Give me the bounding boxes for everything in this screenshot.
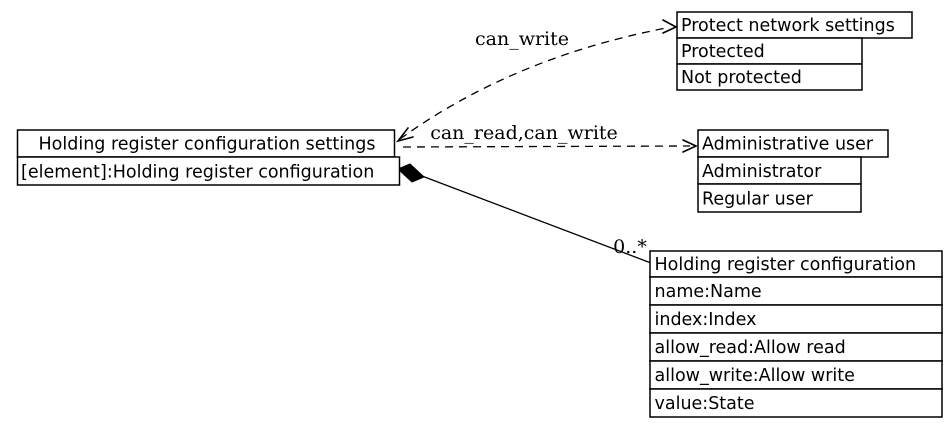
edge-can-write-tail-arrowhead [395, 127, 414, 143]
edge-can-read-can-write-label: can_read,can_write [430, 122, 618, 144]
edge-composition-multiplicity: 0..* [613, 236, 647, 258]
edge-composition-line [421, 175, 652, 264]
node-holding-row0: name:Name [655, 282, 762, 302]
edge-composition: 0..* [397, 163, 652, 264]
node-holding-row4: value:State [655, 394, 755, 414]
node-protect: Protect network settings Protected Not p… [676, 11, 913, 91]
node-holding-row4-cell [649, 388, 943, 418]
node-holding-row2-cell [649, 332, 943, 362]
node-holding-row0-cell [649, 276, 943, 306]
node-holding: Holding register configuration name:Name… [649, 250, 943, 418]
edge-can-write-line [399, 27, 667, 140]
node-protect-row1-cell [676, 63, 863, 91]
node-holding-row3: allow_write:Allow write [655, 366, 855, 386]
node-protect-row0: Protected [681, 42, 765, 62]
node-admin-row1: Regular user [702, 190, 814, 210]
composition-diamond-icon [397, 163, 425, 183]
edge-can-write: can_write [395, 19, 678, 143]
node-protect-title-cell [676, 11, 913, 39]
edge-can-read-can-write: can_read,can_write [402, 122, 698, 153]
edge-can-write-arrowhead [662, 19, 678, 34]
node-holding-row2: allow_read:Allow read [655, 338, 846, 358]
node-holding-row1-cell [649, 304, 943, 334]
node-holding-title: Holding register configuration [655, 255, 917, 275]
node-settings-title: Holding register configuration settings [39, 135, 376, 155]
node-admin-title: Administrative user [702, 135, 874, 155]
node-admin-row1-cell [697, 183, 862, 213]
edge-can-write-label: can_write [475, 28, 569, 50]
node-protect-row0-cell [676, 37, 863, 65]
node-protect-title: Protect network settings [681, 16, 895, 36]
edge-can-read-can-write-arrowhead [682, 139, 698, 153]
node-holding-row1: index:Index [655, 310, 757, 330]
node-settings-attr: [element]:Holding register configuration [21, 163, 374, 183]
edge-can-read-can-write-line [402, 145, 691, 148]
node-admin: Administrative user Administrator Regula… [697, 129, 889, 213]
node-holding-row3-cell [649, 360, 943, 390]
node-settings-attr-cell [16, 156, 401, 186]
node-admin-row0: Administrator [702, 162, 822, 182]
node-protect-row1: Not protected [681, 68, 802, 88]
node-admin-title-cell [697, 129, 889, 158]
node-settings-title-cell [16, 129, 396, 158]
node-settings: Holding register configuration settings … [16, 129, 401, 186]
